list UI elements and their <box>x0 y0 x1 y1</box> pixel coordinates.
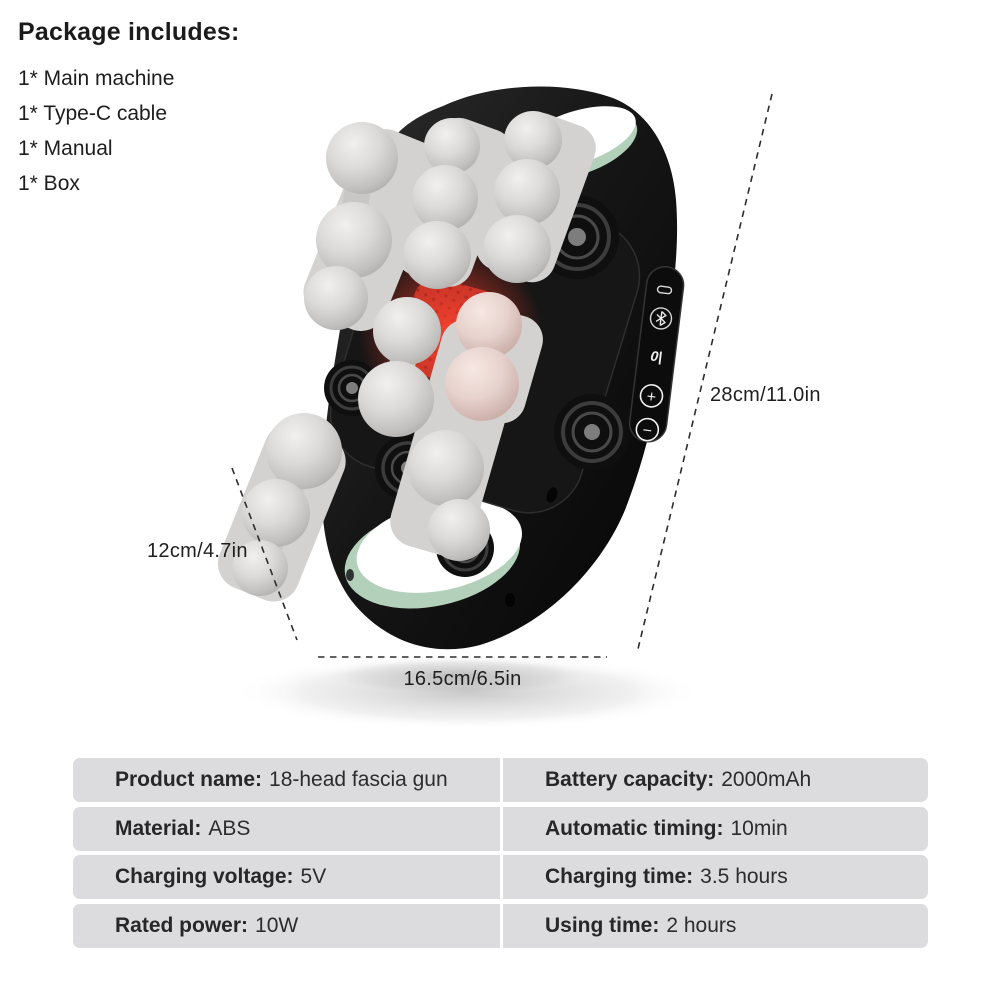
spec-value: ABS <box>208 816 251 840</box>
product-shadow <box>233 654 703 730</box>
spec-value: 18-head fascia gun <box>269 768 448 791</box>
spec-value: 2000mAh <box>721 768 812 791</box>
spec-value: 10min <box>730 816 788 840</box>
type-c-port-icon <box>656 285 673 295</box>
spec-cell-charging-time: Charging time: 3.5 hours <box>503 855 928 899</box>
package-item: 1* Type-C cable <box>18 102 168 125</box>
dimension-label-depth: 16.5cm/6.5in <box>403 668 522 690</box>
power-switch-label: 0| <box>650 348 664 365</box>
spec-label: Battery capacity: <box>545 768 715 791</box>
dimension-label-width: 12cm/4.7in <box>147 540 248 562</box>
control-strip: 0| + − <box>628 265 685 443</box>
spec-label: Rated power: <box>115 913 249 937</box>
spec-label: Product name: <box>115 768 263 791</box>
spec-cell-material: Material: ABS <box>73 806 500 851</box>
spec-cell-using-time: Using time: 2 hours <box>503 903 928 948</box>
minus-icon: − <box>635 417 660 442</box>
package-item: 1* Box <box>18 172 80 195</box>
massage-sockets <box>324 195 630 577</box>
spec-value: 3.5 hours <box>700 865 788 888</box>
spec-value: 10W <box>255 913 299 937</box>
spec-cell-charging-voltage: Charging voltage: 5V <box>73 855 500 899</box>
spec-label: Automatic timing: <box>545 816 724 840</box>
spec-label: Charging time: <box>545 865 694 888</box>
bluetooth-icon <box>649 307 673 330</box>
package-includes-list: Package includes: 1* Main machine 1* Typ… <box>18 18 240 201</box>
spec-cell-rated-power: Rated power: 10W <box>73 903 500 948</box>
package-item: 1* Main machine <box>18 67 175 90</box>
spec-value: 5V <box>300 865 327 888</box>
spec-label: Charging voltage: <box>115 865 294 888</box>
spec-value: 2 hours <box>666 913 737 937</box>
package-item: 1* Manual <box>18 137 113 160</box>
svg-text:−: − <box>641 422 652 440</box>
spec-label: Material: <box>115 816 202 840</box>
spec-cell-product-name: Product name: 18-head fascia gun <box>73 758 500 802</box>
svg-text:+: + <box>646 388 657 406</box>
massage-head-balls <box>232 111 562 596</box>
spec-cell-automatic-timing: Automatic timing: 10min <box>503 806 928 851</box>
package-title: Package includes: <box>18 18 240 46</box>
plus-icon: + <box>639 384 664 408</box>
spec-cell-battery-capacity: Battery capacity: 2000mAh <box>503 758 928 802</box>
dimension-label-length: 28cm/11.0in <box>710 384 821 406</box>
spec-label: Using time: <box>545 913 660 937</box>
